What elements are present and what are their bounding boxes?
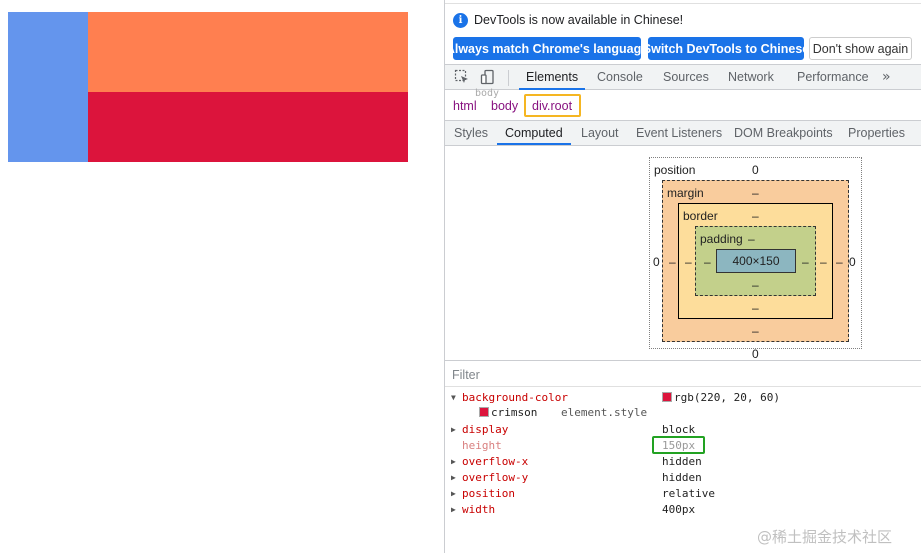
border-left-value[interactable]: – [685, 255, 692, 269]
devtools-top-edge [445, 0, 921, 4]
collapsed-triangle-icon[interactable]: ▶ [451, 489, 456, 498]
trace-value-text: crimson [491, 406, 538, 419]
property-name: overflow-x [462, 455, 529, 468]
property-name: display [462, 423, 509, 436]
language-infobar: i DevTools is now available in Chinese! [453, 11, 683, 29]
padding-right-value[interactable]: – [802, 255, 809, 269]
border-label: border [683, 209, 718, 223]
tab-event-listeners[interactable]: Event Listeners [636, 126, 723, 140]
border-top-value[interactable]: – [752, 209, 759, 223]
switch-to-chinese-button[interactable]: Switch DevTools to Chinese [643, 37, 809, 60]
computed-row-overflow-x[interactable]: ▶ overflow-x hidden [445, 454, 921, 470]
tab-performance[interactable]: Performance [797, 70, 869, 84]
computed-row-position[interactable]: ▶ position relative [445, 486, 921, 502]
coral-block [88, 12, 408, 92]
collapsed-triangle-icon[interactable]: ▶ [451, 505, 456, 514]
tab-sources[interactable]: Sources [663, 70, 709, 84]
property-value-text: rgb(220, 20, 60) [674, 391, 780, 404]
padding-label: padding [700, 232, 743, 246]
tab-layout[interactable]: Layout [581, 126, 619, 140]
computed-row-display[interactable]: ▶ display block [445, 422, 921, 438]
computed-row-overflow-y[interactable]: ▶ overflow-y hidden [445, 470, 921, 486]
margin-bottom-value[interactable]: – [752, 324, 759, 338]
position-left-value[interactable]: 0 [653, 255, 660, 269]
breadcrumb-highlight-box [524, 94, 581, 117]
computed-trace-crimson[interactable]: crimson element.style [445, 405, 921, 421]
trace-value: crimson [479, 405, 537, 421]
breadcrumb-div-root[interactable]: div.root [532, 99, 573, 113]
tab-properties[interactable]: Properties [848, 126, 905, 140]
margin-left-value[interactable]: – [669, 255, 676, 269]
tab-elements[interactable]: Elements [519, 65, 586, 90]
breadcrumb: body html body div.root [445, 88, 921, 121]
breadcrumb-body[interactable]: body [491, 99, 519, 113]
crimson-root-block [88, 92, 408, 162]
trace-source[interactable]: element.style [561, 406, 648, 419]
margin-right-value[interactable]: – [836, 255, 843, 269]
device-toggle-icon[interactable] [480, 69, 496, 85]
property-name: background-color [462, 391, 568, 404]
toolbar-separator [508, 70, 509, 86]
property-name: position [462, 487, 515, 500]
position-right-value[interactable]: 0 [849, 255, 856, 269]
color-swatch-icon[interactable] [479, 407, 489, 417]
cornflowerblue-block [8, 12, 88, 162]
margin-top-value[interactable]: – [752, 186, 759, 200]
collapsed-triangle-icon[interactable]: ▶ [451, 457, 456, 466]
property-value: 400px [662, 503, 696, 516]
computed-row-width[interactable]: ▶ width 400px [445, 502, 921, 518]
padding-left-value[interactable]: – [704, 255, 711, 269]
property-name: width [462, 503, 496, 516]
property-value: hidden [662, 455, 702, 468]
margin-label: margin [667, 186, 704, 200]
match-language-button[interactable]: Always match Chrome's language [446, 37, 648, 60]
tab-network[interactable]: Network [728, 70, 774, 84]
position-bottom-value[interactable]: 0 [752, 347, 759, 361]
computed-row-background-color[interactable]: ▼ background-color rgb(220, 20, 60) [445, 390, 921, 406]
padding-bottom-value[interactable]: – [752, 278, 759, 292]
property-value: 150px [662, 439, 696, 452]
watermark: @稀土掘金技术社区 [757, 528, 893, 546]
computed-row-height[interactable]: height 150px [445, 438, 921, 454]
tab-styles[interactable]: Styles [454, 126, 489, 140]
devtools-panel: i DevTools is now available in Chinese! … [444, 0, 921, 553]
collapsed-triangle-icon[interactable]: ▶ [451, 425, 456, 434]
box-model-content[interactable]: 400×150 [716, 249, 796, 273]
main-tab-bar: Elements Console Sources Network Perform… [445, 64, 921, 90]
property-value: relative [662, 487, 715, 500]
property-value: block [662, 423, 696, 436]
property-value: hidden [662, 471, 702, 484]
property-name: overflow-y [462, 471, 529, 484]
padding-top-value[interactable]: – [748, 232, 755, 246]
property-value: rgb(220, 20, 60) [662, 390, 780, 406]
inspect-element-icon[interactable] [454, 69, 470, 85]
computed-filter-bar [445, 360, 921, 387]
info-icon: i [453, 12, 468, 28]
property-name: height [462, 439, 502, 452]
expanded-triangle-icon[interactable]: ▼ [451, 393, 456, 402]
height-value-highlight-box [652, 436, 705, 454]
page-viewport [0, 0, 444, 553]
breadcrumb-cutoff-text: body [475, 88, 500, 99]
color-swatch-icon[interactable] [662, 392, 672, 402]
sidebar-tab-bar: Styles Computed Layout Event Listeners D… [445, 121, 921, 146]
tab-dom-breakpoints[interactable]: DOM Breakpoints [734, 126, 833, 140]
tab-computed[interactable]: Computed [497, 121, 571, 145]
filter-input[interactable] [452, 366, 652, 383]
position-top-value[interactable]: 0 [752, 163, 759, 177]
border-right-value[interactable]: – [820, 255, 827, 269]
more-tabs-chevron-icon[interactable]: » [882, 69, 891, 85]
tab-console[interactable]: Console [597, 70, 643, 84]
position-label: position [654, 163, 696, 177]
breadcrumb-html[interactable]: html [453, 99, 477, 113]
border-bottom-value[interactable]: – [752, 301, 759, 315]
collapsed-triangle-icon[interactable]: ▶ [451, 473, 456, 482]
infobar-message: DevTools is now available in Chinese! [474, 13, 684, 27]
dont-show-again-button[interactable]: Don't show again [809, 37, 912, 60]
